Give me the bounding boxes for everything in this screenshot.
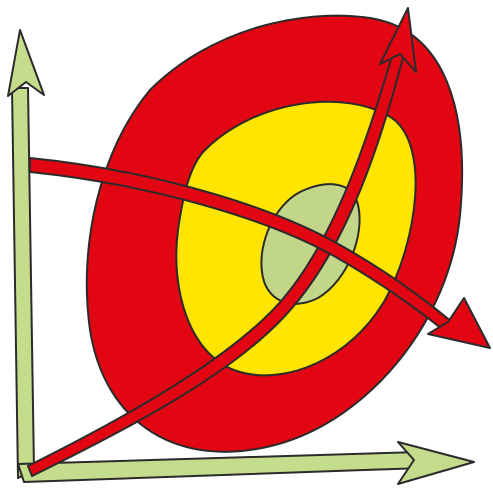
horizontal-axis xyxy=(18,452,422,482)
vertical-axis-arrowhead xyxy=(8,30,44,96)
vertical-axis xyxy=(12,88,34,478)
target-zones xyxy=(87,16,462,452)
